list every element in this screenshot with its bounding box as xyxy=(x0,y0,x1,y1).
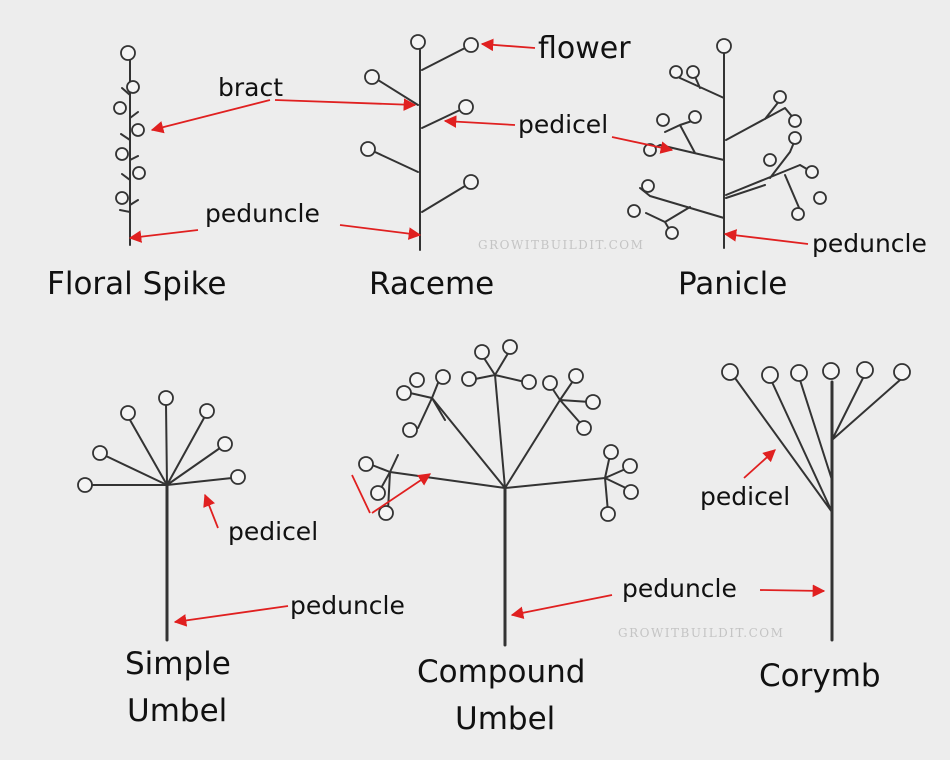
label-pedicel-corymb: pedicel xyxy=(700,482,790,511)
title-corymb: Corymb xyxy=(759,658,881,694)
label-pedicel-umbel: pedicel xyxy=(228,517,318,546)
title-panicle: Panicle xyxy=(678,266,787,302)
label-arrows xyxy=(128,38,826,627)
watermark-top: GROWITBUILDIT.COM xyxy=(478,238,644,252)
panicle-drawing xyxy=(627,38,827,249)
floral-spike-drawing xyxy=(113,45,146,246)
label-peduncle-spike: peduncle xyxy=(205,199,320,228)
watermark-bottom: GROWITBUILDIT.COM xyxy=(618,626,784,640)
raceme-drawing xyxy=(360,34,479,251)
label-peduncle-compound: peduncle xyxy=(622,574,737,603)
title-raceme: Raceme xyxy=(369,266,494,302)
title-compound-umbel-2: Umbel xyxy=(455,701,555,737)
corymb-drawing xyxy=(721,361,911,642)
label-peduncle-panicle: peduncle xyxy=(812,229,927,258)
title-floral-spike: Floral Spike xyxy=(47,266,227,302)
title-simple-umbel-2: Umbel xyxy=(127,693,227,729)
label-peduncle-umbel: peduncle xyxy=(290,591,405,620)
simple-umbel-drawing xyxy=(77,390,246,642)
label-flower: flower xyxy=(538,31,631,66)
label-bract: bract xyxy=(218,73,283,102)
title-simple-umbel-1: Simple xyxy=(125,646,231,682)
compound-umbel-drawing xyxy=(358,339,639,647)
label-pedicel-raceme: pedicel xyxy=(518,110,608,139)
title-compound-umbel-1: Compound xyxy=(417,654,585,690)
